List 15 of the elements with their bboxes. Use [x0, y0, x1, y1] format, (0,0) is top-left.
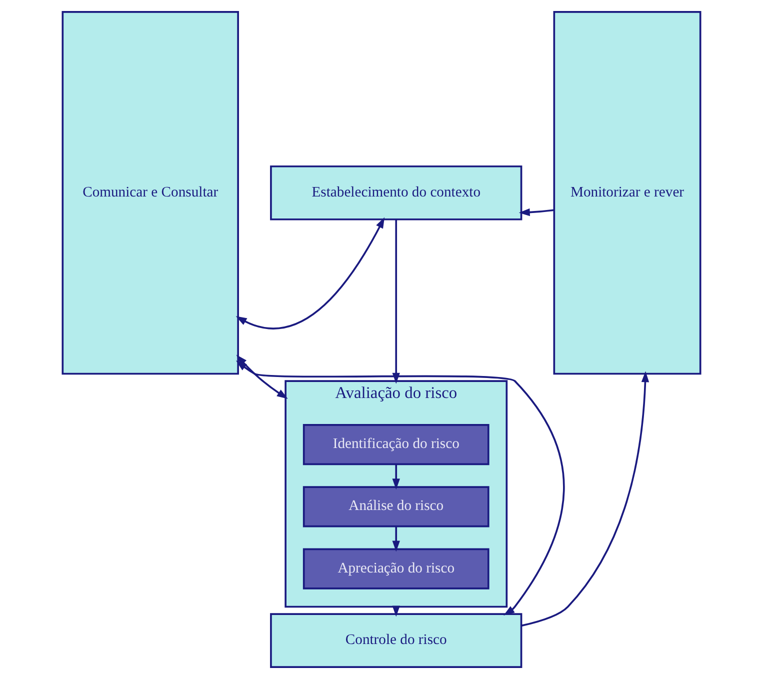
node-box: Controle do risco: [270, 613, 522, 668]
node-box: Comunicar e Consultar: [62, 11, 239, 375]
node-box: Estabelecimento do contexto: [270, 165, 522, 220]
arrow: [236, 217, 385, 330]
node-box: Análise do risco: [302, 486, 490, 528]
arrow: [518, 208, 554, 216]
arrow: [236, 354, 288, 399]
arrow: [392, 526, 400, 552]
arrow: [236, 360, 565, 616]
node-box: Monitorizar e rever: [553, 11, 702, 375]
arrow: [392, 220, 400, 384]
node-box: Identificação do risco: [302, 424, 490, 466]
arrow: [392, 464, 400, 490]
arrow: [521, 371, 650, 627]
node-box: Apreciação do risco: [302, 548, 490, 590]
